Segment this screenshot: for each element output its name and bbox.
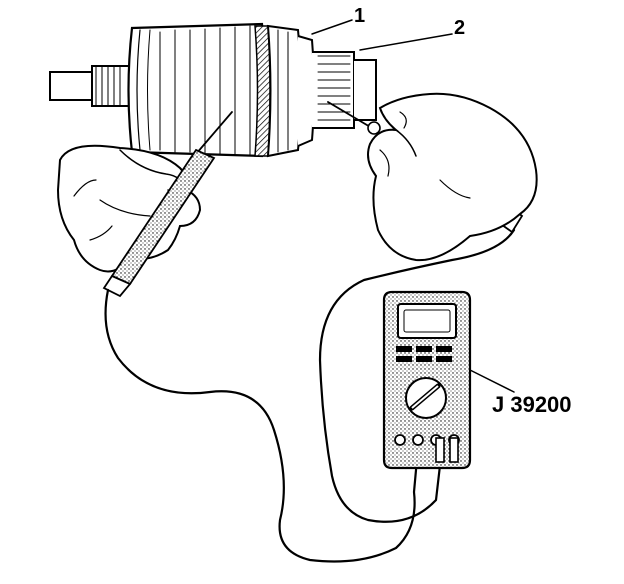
tool-number-label: J 39200 [492, 392, 572, 417]
armature-shaft [49, 65, 135, 107]
callout-2-leader [359, 33, 453, 51]
meter-display [397, 303, 457, 339]
tool-label-leader [469, 369, 515, 393]
callout-1-label: 1 [354, 5, 365, 27]
meter-buttons [396, 346, 452, 362]
left-hand [56, 144, 202, 273]
armature-core [127, 22, 271, 158]
callout-2-label: 2 [454, 17, 465, 39]
commutator [266, 24, 355, 158]
left-probe [102, 111, 233, 298]
meter-rotary-dial [405, 377, 447, 419]
digital-multimeter [382, 290, 472, 470]
callout-1-leader [311, 19, 353, 35]
meter-input-jacks [394, 434, 460, 463]
test-leads [104, 228, 516, 563]
right-hand [367, 92, 538, 262]
armature [49, 22, 377, 158]
armature-shaft-right [354, 59, 377, 121]
